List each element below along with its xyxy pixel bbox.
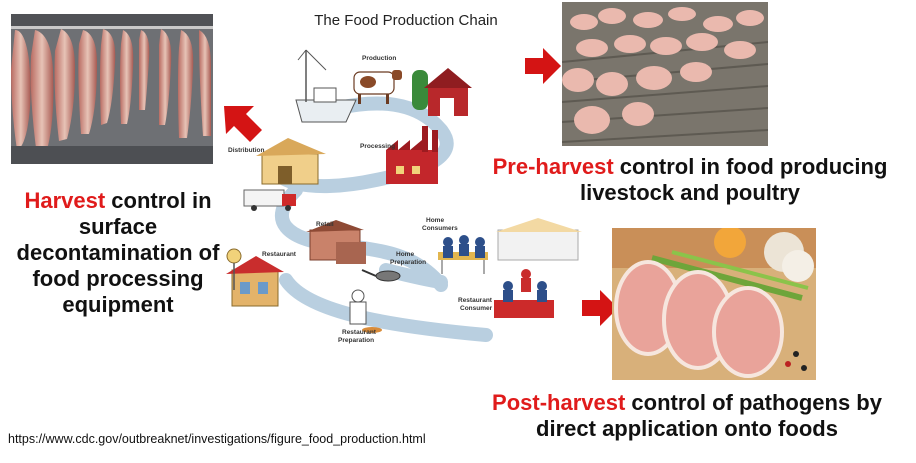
harvest-highlight: Harvest bbox=[24, 188, 106, 213]
post-harvest-line1: control of pathogens by bbox=[625, 390, 882, 415]
post-harvest-line2: direct application onto foods bbox=[536, 415, 838, 441]
diagram-title: The Food Production Chain bbox=[314, 12, 498, 29]
pre-harvest-arrow bbox=[525, 48, 561, 84]
label-home-preparation-1: Home bbox=[396, 251, 414, 258]
label-home-preparation-2: Preparation bbox=[390, 259, 426, 266]
post-harvest-caption: Post-harvest control of pathogens by dir… bbox=[462, 390, 912, 442]
label-restaurant-consumer-2: Consumer bbox=[460, 305, 493, 312]
pre-harvest-caption: Pre-harvest control in food producing li… bbox=[470, 154, 910, 206]
restaurant-diner-icon bbox=[494, 218, 582, 318]
label-home-consumers-1: Home bbox=[426, 217, 444, 224]
fishing-boat-icon bbox=[295, 49, 357, 123]
flow-path bbox=[267, 96, 493, 342]
label-home-consumers-2: Consumers bbox=[422, 225, 458, 232]
retail-store-icon bbox=[306, 220, 366, 264]
label-restaurant-preparation-1: Restaurant bbox=[342, 329, 377, 336]
label-distribution: Distribution bbox=[228, 147, 264, 154]
barn-icon bbox=[412, 68, 472, 116]
factory-icon bbox=[386, 126, 438, 184]
label-restaurant-preparation-2: Preparation bbox=[338, 337, 374, 344]
pork-chops-photo bbox=[612, 228, 816, 380]
post-harvest-arrow bbox=[582, 290, 618, 326]
label-processing: Processing bbox=[360, 143, 395, 150]
livestock-pigs-photo bbox=[562, 2, 768, 146]
harvest-line2: surface bbox=[78, 213, 158, 239]
harvest-caption: Harvest control in surface decontaminati… bbox=[6, 188, 230, 318]
warehouse-icon bbox=[256, 138, 326, 185]
cooking-pan-icon bbox=[361, 269, 401, 282]
truck-icon bbox=[243, 189, 296, 211]
label-production: Production bbox=[362, 55, 396, 62]
harvest-line4: food processing bbox=[32, 265, 204, 291]
harvest-line1: control in bbox=[105, 188, 212, 213]
chef-icon bbox=[349, 289, 382, 333]
pre-harvest-line2: livestock and poultry bbox=[579, 179, 801, 205]
label-restaurant-consumer-1: Restaurant bbox=[458, 297, 493, 304]
label-restaurant: Restaurant bbox=[262, 251, 297, 258]
food-production-chain-diagram: Production Processing Distribution Retai… bbox=[226, 49, 582, 344]
pre-harvest-line1: control in food producing bbox=[613, 154, 888, 179]
harvest-line5: equipment bbox=[62, 291, 174, 317]
post-harvest-highlight: Post-harvest bbox=[492, 390, 626, 415]
harvest-line3: decontamination of bbox=[16, 239, 220, 265]
harvest-arrow bbox=[224, 106, 262, 142]
restaurant-building-icon bbox=[226, 248, 284, 307]
pre-harvest-highlight: Pre-harvest bbox=[492, 154, 614, 179]
source-url: https://www.cdc.gov/outbreaknet/investig… bbox=[8, 432, 426, 446]
home-consumers-icon bbox=[438, 235, 488, 274]
cow-icon bbox=[353, 70, 402, 104]
carcass-processing-photo bbox=[11, 14, 213, 164]
label-retail: Retail bbox=[316, 221, 334, 228]
